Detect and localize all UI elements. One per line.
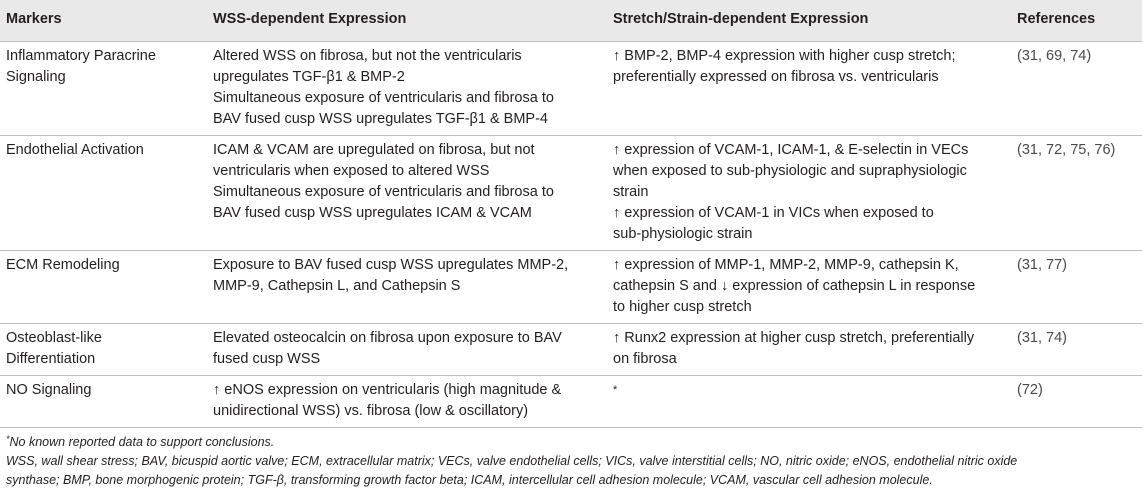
- marker-text: ECM Remodeling: [6, 257, 120, 273]
- header-wss-expression: WSS-dependent Expression: [205, 0, 605, 42]
- references-cell: (31, 72, 75, 76): [1010, 136, 1142, 251]
- wss-text: BAV fused cusp WSS upregulates TGF-β1 & …: [213, 111, 548, 127]
- wss-text: ↑ eNOS expression on ventricularis (high…: [213, 382, 562, 398]
- marker-cell: Endothelial Activation: [0, 136, 205, 251]
- references-cell: (72): [1010, 376, 1142, 428]
- wss-cell: Altered WSS on fibrosa, but not the vent…: [205, 42, 605, 136]
- marker-cell: NO Signaling: [0, 376, 205, 428]
- table-row: ECM Remodeling Exposure to BAV fused cus…: [0, 251, 1142, 324]
- table-header: Markers WSS-dependent Expression Stretch…: [0, 0, 1142, 42]
- no-data-asterisk: *: [613, 384, 618, 396]
- abbreviations-line-1: WSS, wall shear stress; BAV, bicuspid ao…: [6, 454, 1018, 468]
- stretch-cell: ↑ expression of VCAM-1, ICAM-1, & E-sele…: [605, 136, 1010, 251]
- stretch-text: strain: [613, 184, 649, 200]
- reference-link[interactable]: (31, 77): [1017, 257, 1067, 273]
- references-cell: (31, 77): [1010, 251, 1142, 324]
- marker-text: Endothelial Activation: [6, 142, 144, 158]
- wss-text: fused cusp WSS: [213, 351, 321, 367]
- stretch-cell: ↑ Runx2 expression at higher cusp stretc…: [605, 324, 1010, 376]
- asterisk-footnote: *No known reported data to support concl…: [6, 433, 1136, 452]
- abbreviations-line-2: synthase; BMP, bone morphogenic protein;…: [6, 473, 933, 487]
- table-footnotes: *No known reported data to support concl…: [6, 433, 1136, 490]
- wss-cell: ICAM & VCAM are upregulated on fibrosa, …: [205, 136, 605, 251]
- stretch-text: on fibrosa: [613, 351, 677, 367]
- table-row: Inflammatory Paracrine Signaling Altered…: [0, 42, 1142, 136]
- marker-text: Differentiation: [6, 351, 96, 367]
- wss-cell: Exposure to BAV fused cusp WSS upregulat…: [205, 251, 605, 324]
- wss-text: unidirectional WSS) vs. fibrosa (low & o…: [213, 403, 529, 419]
- stretch-text: ↑ expression of MMP-1, MMP-2, MMP-9, cat…: [613, 257, 959, 273]
- header-references: References: [1010, 0, 1142, 42]
- stretch-text: to higher cusp stretch: [613, 299, 752, 315]
- asterisk-footnote-text: No known reported data to support conclu…: [9, 435, 275, 449]
- reference-link[interactable]: (31, 69, 74): [1017, 48, 1092, 64]
- marker-cell: Inflammatory Paracrine Signaling: [0, 42, 205, 136]
- references-cell: (31, 74): [1010, 324, 1142, 376]
- stretch-text: preferentially expressed on fibrosa vs. …: [613, 69, 939, 85]
- marker-cell: ECM Remodeling: [0, 251, 205, 324]
- stretch-cell: ↑ expression of MMP-1, MMP-2, MMP-9, cat…: [605, 251, 1010, 324]
- marker-text: Inflammatory Paracrine: [6, 48, 156, 64]
- footnote-asterisk: *: [6, 434, 10, 444]
- wss-cell: Elevated osteocalcin on fibrosa upon exp…: [205, 324, 605, 376]
- header-stretch-expression: Stretch/Strain-dependent Expression: [605, 0, 1010, 42]
- header-row: Markers WSS-dependent Expression Stretch…: [0, 0, 1142, 42]
- reference-link[interactable]: (31, 72, 75, 76): [1017, 142, 1116, 158]
- reference-link[interactable]: (72): [1017, 382, 1043, 398]
- stretch-cell: ↑ BMP-2, BMP-4 expression with higher cu…: [605, 42, 1010, 136]
- stretch-text: ↑ expression of VCAM-1, ICAM-1, & E-sele…: [613, 142, 969, 158]
- header-markers: Markers: [0, 0, 205, 42]
- marker-text: NO Signaling: [6, 382, 92, 398]
- markers-table: Markers WSS-dependent Expression Stretch…: [0, 0, 1142, 428]
- marker-text: Osteoblast-like: [6, 330, 102, 346]
- reference-link[interactable]: (31, 74): [1017, 330, 1067, 346]
- stretch-text: ↑ Runx2 expression at higher cusp stretc…: [613, 330, 975, 346]
- wss-text: Exposure to BAV fused cusp WSS upregulat…: [213, 257, 569, 273]
- wss-text: Elevated osteocalcin on fibrosa upon exp…: [213, 330, 562, 346]
- wss-text: ventricularis when exposed to altered WS…: [213, 163, 490, 179]
- stretch-text: ↑ BMP-2, BMP-4 expression with higher cu…: [613, 48, 956, 64]
- wss-text: Simultaneous exposure of ventricularis a…: [213, 90, 554, 106]
- wss-text: upregulates TGF-β1 & BMP-2: [213, 69, 405, 85]
- table-row: Osteoblast-like Differentiation Elevated…: [0, 324, 1142, 376]
- wss-text: BAV fused cusp WSS upregulates ICAM & VC…: [213, 205, 532, 221]
- wss-text: Altered WSS on fibrosa, but not the vent…: [213, 48, 522, 64]
- data-table-container: Markers WSS-dependent Expression Stretch…: [0, 0, 1142, 428]
- wss-text: Simultaneous exposure of ventricularis a…: [213, 184, 554, 200]
- table-body: Inflammatory Paracrine Signaling Altered…: [0, 42, 1142, 428]
- wss-cell: ↑ eNOS expression on ventricularis (high…: [205, 376, 605, 428]
- marker-text: Signaling: [6, 69, 66, 85]
- marker-cell: Osteoblast-like Differentiation: [0, 324, 205, 376]
- wss-text: ICAM & VCAM are upregulated on fibrosa, …: [213, 142, 535, 158]
- stretch-cell: *: [605, 376, 1010, 428]
- stretch-text: when exposed to sub-physiologic and supr…: [613, 163, 967, 179]
- stretch-text: ↑ expression of VCAM-1 in VICs when expo…: [613, 205, 934, 221]
- stretch-text: sub-physiologic strain: [613, 226, 753, 242]
- table-row: Endothelial Activation ICAM & VCAM are u…: [0, 136, 1142, 251]
- stretch-text: cathepsin S and ↓ expression of cathepsi…: [613, 278, 976, 294]
- table-row: NO Signaling ↑ eNOS expression on ventri…: [0, 376, 1142, 428]
- wss-text: MMP-9, Cathepsin L, and Cathepsin S: [213, 278, 461, 294]
- references-cell: (31, 69, 74): [1010, 42, 1142, 136]
